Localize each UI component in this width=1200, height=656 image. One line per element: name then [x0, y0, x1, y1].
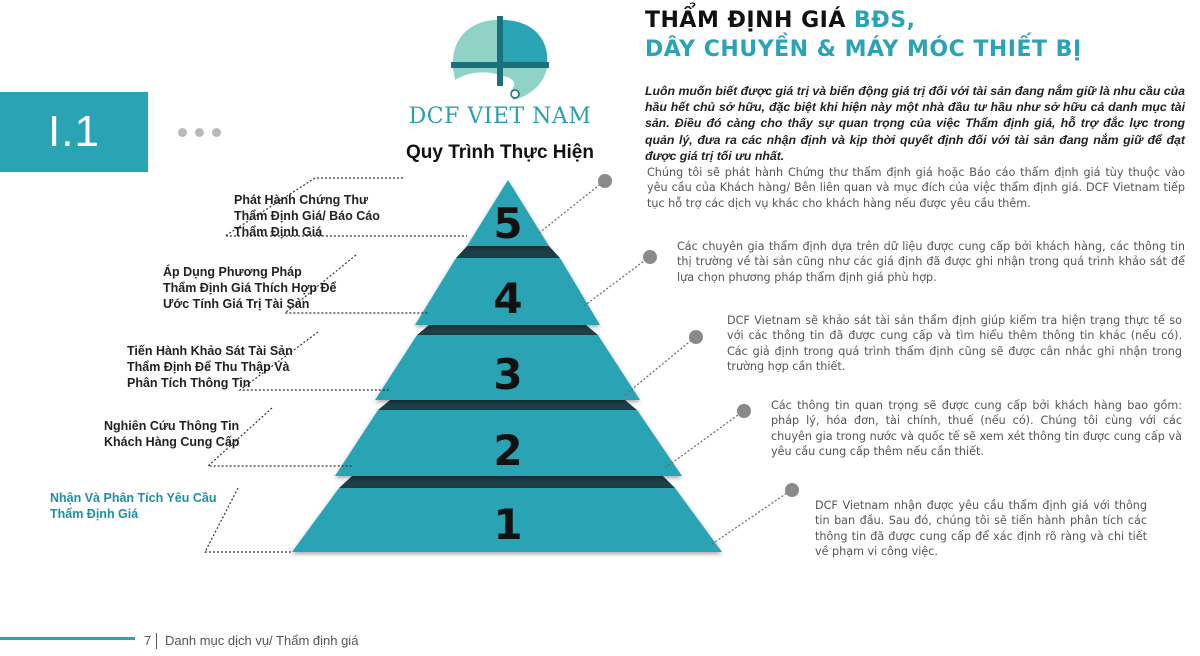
more-dots-icon — [178, 122, 229, 141]
heading-line1: THẨM ĐỊNH GIÁ — [645, 8, 855, 33]
pyramid-tier-4 — [415, 258, 600, 325]
tier-band — [339, 476, 675, 488]
bullet-dot-icon — [598, 174, 612, 188]
connector-right-5 — [538, 181, 604, 234]
step-label-1: Nhận Và Phân Tích Yêu Cầu Thẩm Định Giá — [50, 491, 217, 521]
tier-number-4: 4 — [493, 274, 522, 323]
section-number: I.1 — [0, 92, 148, 172]
step-label-5: Phát Hành Chứng Thư Thẩm Định Giá/ Báo C… — [234, 193, 380, 239]
bullet-dot-icon — [737, 404, 751, 418]
connector-right-4 — [583, 257, 649, 307]
footer-text: Danh mục dịch vụ/ Thẩm định giá — [165, 633, 359, 648]
step-label-3: Tiến Hành Khảo Sát Tài Sản Thẩm Định Để … — [127, 344, 293, 390]
intro-paragraph: Luôn muốn biết được giá trị và biến động… — [645, 84, 1185, 163]
page-heading: THẨM ĐỊNH GIÁ BĐS, DÂY CHUYỀN & MÁY MÓC … — [645, 6, 1185, 64]
tier-number-1: 1 — [493, 500, 522, 549]
process-title: Quy Trình Thực Hiện — [406, 142, 594, 163]
pyramid-tier-1 — [292, 488, 722, 552]
connector-left-5 — [222, 177, 467, 237]
pyramid-tier-5 — [467, 180, 549, 246]
tier-band — [378, 400, 637, 410]
page-number: 7 — [144, 633, 152, 648]
bullet-dot-icon — [643, 250, 657, 264]
connector-right-3 — [624, 337, 695, 396]
step-description-1: DCF Vietnam nhận được yêu cầu thẩm định … — [815, 499, 1147, 558]
brand-logo-icon — [451, 16, 549, 100]
connector-right-1 — [711, 490, 791, 545]
bullet-dot-icon — [785, 483, 799, 497]
step-label-2: Nghiên Cứu Thông Tin Khách Hàng Cung Cấp — [104, 419, 240, 449]
connector-right-2 — [664, 411, 743, 469]
footer-divider — [156, 633, 157, 649]
pyramid-tier-2 — [335, 410, 682, 476]
tier-number-3: 3 — [493, 350, 522, 399]
step-description-2: Các thông tin quan trọng sẽ được cung cấ… — [771, 399, 1182, 458]
tier-band — [456, 246, 560, 258]
step-description-5: Chúng tôi sẽ phát hành Chứng thư thẩm đị… — [647, 166, 1185, 210]
tier-number-2: 2 — [493, 426, 522, 475]
footer-accent-line — [0, 637, 135, 640]
tier-band — [417, 325, 598, 335]
connector-left-3 — [238, 331, 390, 391]
connector-left-1 — [204, 487, 292, 553]
pyramid-tier-3 — [375, 335, 640, 400]
heading-line2: DÂY CHUYỀN & MÁY MÓC THIẾT BỊ — [645, 37, 1082, 62]
brand-name: DCF VIET NAM — [408, 104, 592, 129]
tier-number-5: 5 — [493, 199, 522, 248]
step-description-3: DCF Vietnam sẽ khảo sát tài sản thẩm địn… — [727, 314, 1182, 373]
step-description-4: Các chuyên gia thẩm định dựa trên dữ liệ… — [677, 240, 1185, 284]
step-label-4: Áp Dụng Phương Pháp Thẩm Định Giá Thích … — [163, 265, 337, 311]
heading-accent: BĐS, — [854, 8, 916, 33]
bullet-dot-icon — [689, 330, 703, 344]
connector-left-2 — [206, 407, 352, 467]
